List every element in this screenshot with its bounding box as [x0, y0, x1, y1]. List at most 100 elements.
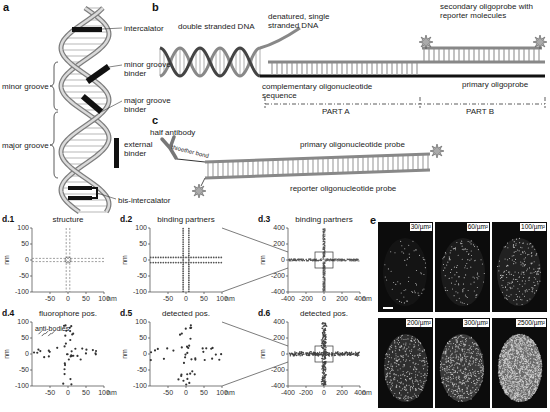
panel-letter: d.1	[2, 215, 14, 224]
part-label: intercalator	[124, 24, 164, 33]
microscopy-image: 300/µm²	[435, 318, 490, 408]
plot-panel: d.6detected pos.	[288, 322, 360, 386]
axis-tick: 0	[171, 295, 201, 303]
axis-unit: nm	[121, 255, 129, 265]
localization-dots	[384, 241, 426, 304]
panel-letter: e	[370, 214, 376, 226]
external-binder-shape	[114, 138, 119, 168]
localization-dots	[498, 334, 543, 402]
axis-tick: 0	[309, 295, 339, 303]
part-label: double stranded DNA	[178, 22, 255, 31]
plot-title: structure	[32, 215, 104, 224]
dna-strand	[160, 48, 260, 76]
axis-unit: nm	[362, 295, 372, 303]
axis-tick: -400	[255, 382, 285, 390]
part-label: complementary oligonucleotide sequence	[262, 82, 387, 100]
bis-intercalator-linker	[92, 188, 97, 198]
microscopy-image: 2500/µm²	[492, 318, 547, 408]
microscopy-image: 30/µm²	[378, 222, 433, 312]
nucleus-image	[435, 318, 490, 408]
axis-tick: 200	[255, 334, 285, 342]
axis-tick: 0	[309, 389, 339, 397]
axis-unit: nm	[225, 389, 235, 397]
localization-dots	[442, 240, 485, 305]
annotation: anti-bodies	[35, 324, 69, 333]
localization-dots	[440, 335, 484, 402]
axis-unit: nm	[362, 389, 372, 397]
part-label: major groove binder	[124, 96, 172, 114]
axis-tick: -50	[0, 272, 29, 280]
nucleus-image	[378, 318, 433, 408]
axis-tick: -100	[117, 382, 147, 390]
zoom-connector	[222, 228, 288, 292]
axis-unit: nm	[225, 295, 235, 303]
plot-title: binding partners	[150, 215, 222, 224]
zoom-connector	[222, 322, 288, 386]
axis-tick: 400	[255, 224, 285, 232]
axis-tick: 100	[0, 224, 29, 232]
binding-partner-dots	[150, 228, 222, 293]
part-label: minor groove binder	[124, 60, 172, 78]
panel-letter: b	[152, 1, 159, 13]
dimension-bracket	[265, 97, 545, 108]
axis-tick: -50	[117, 272, 147, 280]
axis-tick: -50	[35, 295, 65, 303]
axis-tick: -50	[0, 366, 29, 374]
groove-label: major groove	[2, 141, 49, 150]
plot-axes	[286, 322, 360, 388]
axis-tick: 50	[189, 295, 219, 303]
microscopy-image: 200/µm²	[378, 318, 433, 408]
nucleus-glow	[384, 334, 428, 402]
axis-tick: -50	[153, 295, 183, 303]
reporter-probe-strand	[205, 170, 430, 178]
panel-letter: a	[3, 1, 9, 13]
reporter-molecule	[533, 35, 547, 49]
reporter-molecule	[419, 35, 433, 49]
axis-tick: 50	[71, 295, 101, 303]
nucleus-image	[378, 222, 433, 312]
nucleus-glow	[441, 238, 485, 306]
axis-tick: -200	[291, 295, 321, 303]
nucleus-glow	[498, 334, 542, 402]
dimension-label: PART A	[322, 107, 350, 116]
plot-axes	[30, 322, 104, 388]
part-label: denatured, single stranded DNA	[268, 12, 348, 30]
axis-tick: 0	[53, 389, 83, 397]
plot-title: binding partners	[288, 215, 360, 224]
nucleus-glow	[440, 334, 484, 402]
nucleus-image	[435, 222, 490, 312]
axis-tick: -200	[291, 389, 321, 397]
plot-title: fluorophore pos.	[32, 309, 104, 318]
thioether-bond-line	[177, 159, 205, 162]
plot-title: detected pos.	[150, 309, 222, 318]
nucleus-glow	[383, 238, 427, 306]
axis-tick: -200	[255, 272, 285, 280]
bis-intercalator-shape	[68, 186, 92, 190]
plot-title: detected pos.	[288, 309, 360, 318]
axis-tick: -100	[0, 382, 29, 390]
panel-letter: c	[152, 114, 158, 126]
axis-unit: nm	[107, 295, 117, 303]
plot-panel: d.5detected pos.	[150, 322, 222, 386]
axis-tick: 100	[117, 224, 147, 232]
axis-tick: 0	[53, 295, 83, 303]
microscopy-image: 100/µm²	[492, 222, 547, 312]
plot-panel: d.3binding partners	[288, 228, 360, 292]
density-label: 2500/µm²	[516, 319, 546, 327]
density-label: 300/µm²	[463, 319, 489, 327]
density-label: 60/µm²	[467, 223, 489, 231]
axis-unit: nm	[259, 349, 267, 359]
filament-structure	[32, 228, 104, 292]
bis-intercalator-shape	[68, 196, 92, 200]
plot-axes	[148, 228, 222, 294]
localization-dots	[497, 238, 541, 305]
reporter-molecule	[192, 184, 206, 198]
axis-tick: 400	[255, 318, 285, 326]
fluorophore-dots	[33, 324, 97, 385]
axis-tick: 100	[0, 318, 29, 326]
part-label: half antibody	[150, 128, 195, 137]
axis-tick: 50	[71, 389, 101, 397]
backbone-highlight	[61, 8, 109, 212]
secondary-oligoprobe-strand	[422, 47, 542, 50]
